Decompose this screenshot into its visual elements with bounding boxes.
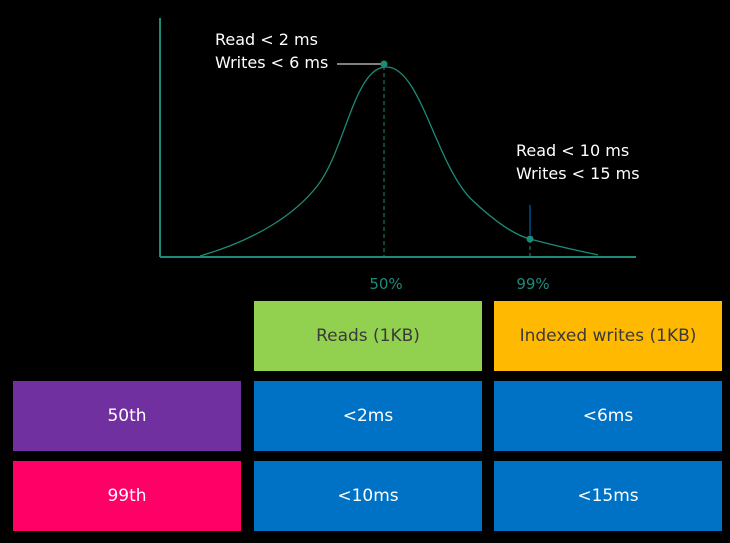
row-label-50th: 50th [13, 381, 241, 451]
indexed-writes-column-header: Indexed writes (1KB) [494, 301, 722, 371]
p50-label: 50% [369, 275, 403, 293]
p99-read-text: Read < 10 ms [516, 141, 630, 160]
row-label-99th: 99th [13, 461, 241, 531]
reads-column-header: Reads (1KB) [254, 301, 482, 371]
p50-annotation: Read < 2 ms Writes < 6 ms [215, 28, 328, 74]
p99-annotation: Read < 10 ms Writes < 15 ms [516, 139, 640, 185]
writes-99th-cell: <15ms [494, 461, 722, 531]
reads-50th-cell: <2ms [254, 381, 482, 451]
latency-distribution-chart [159, 18, 636, 258]
p50-marker [380, 60, 388, 68]
writes-50th-cell: <6ms [494, 381, 722, 451]
p50-write-text: Writes < 6 ms [215, 53, 329, 72]
p99-label: 99% [516, 275, 550, 293]
p50-read-text: Read < 2 ms [215, 30, 318, 49]
p99-write-text: Writes < 15 ms [516, 164, 640, 183]
p99-marker [526, 235, 534, 243]
reads-99th-cell: <10ms [254, 461, 482, 531]
